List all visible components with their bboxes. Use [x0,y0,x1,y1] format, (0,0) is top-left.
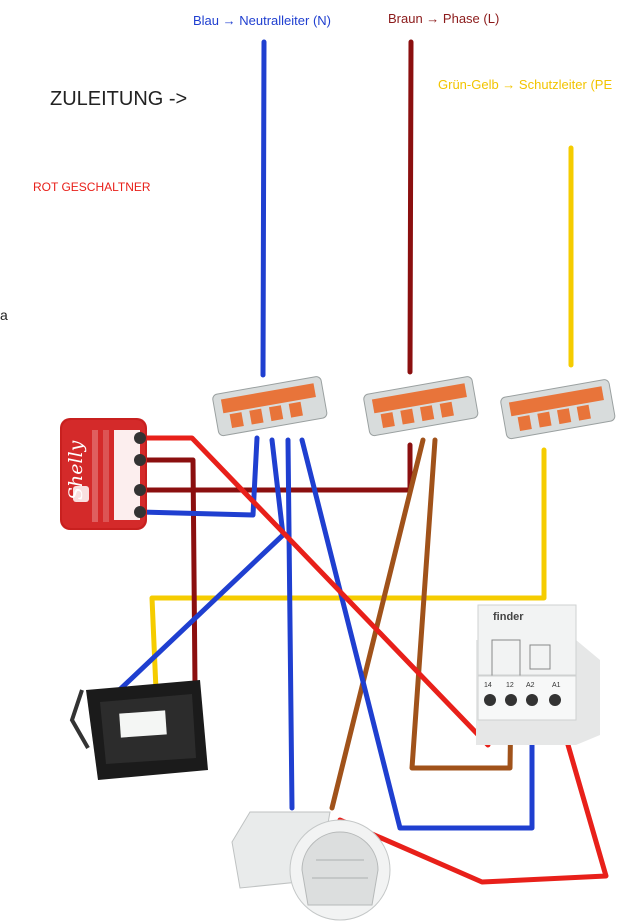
shelly-terminal [134,432,146,444]
shelly-module: Shelly [60,418,147,530]
relay-terminal-label: 12 [506,682,514,689]
blue-sensor-wire [285,437,295,811]
shelly-terminal [134,454,146,466]
blue-relay-wire [299,437,535,831]
brown-feed-wire [407,39,414,375]
brown-phase-label: Braun → Phase (L) [388,11,500,26]
motion-sensor [231,811,391,921]
shelly-logo: Shelly [65,440,87,500]
relay-terminal-label: 14 [484,682,492,689]
brown-sensor-wire [329,437,426,811]
relay-terminal [505,694,517,706]
red-sensor-relay-wire [337,697,609,885]
brown-shelly-floodlight-wire [137,457,198,688]
shelly-terminal [134,506,146,518]
wago-connector-phase [363,376,479,437]
led-floodlight [69,680,208,780]
relay-terminal [526,694,538,706]
feed-label: ZULEITUNG -> [50,88,188,110]
relay-terminal-label: A2 [526,682,535,689]
blue-neutral-label: Blau → Neutralleiter (N) [193,13,331,28]
relay-terminal [484,694,496,706]
finder-relay: finder 14 12 A2 A1 [476,604,600,745]
relay-terminal-label: A1 [552,682,561,689]
yellow-pe-label: Grün-Gelb → Schutzleiter (PE [438,77,613,92]
blue-shelly-n-wire [137,435,260,518]
edge-text-fragment: a [0,307,8,323]
red-switched-label: ROT GESCHALTNER [33,180,151,194]
finder-logo: finder [493,611,524,623]
shelly-terminal [134,484,146,496]
wago-connector-pe [500,379,616,440]
blue-feed-wire [260,39,267,378]
relay-terminal [549,694,561,706]
wago-connector-neutral [212,376,328,437]
